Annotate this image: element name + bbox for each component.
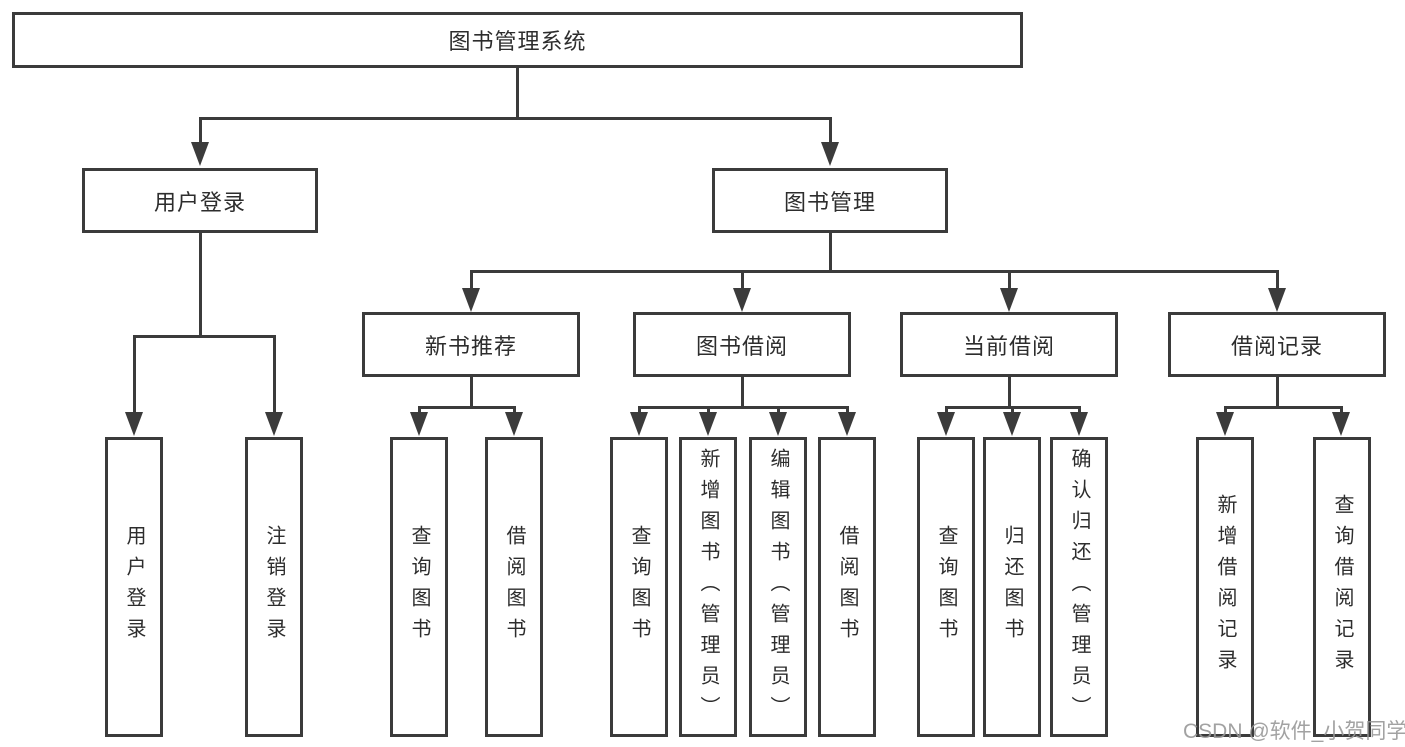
leaf-query-borrow-record: 查询借阅记录: [1313, 437, 1371, 737]
connector-to-leaf-query-1: [418, 406, 421, 416]
connector-to-leaf-logout: [273, 335, 276, 414]
leaf-edit-book-admin: 编辑图书（管理员）: [749, 437, 807, 737]
connector-to-leaf-user-login: [133, 335, 136, 414]
node-label: 当前借阅: [962, 333, 1055, 359]
connector-to-leaf-edit-book: [777, 406, 780, 416]
leaf-label: 注销登录: [263, 525, 285, 649]
connector-level3-hline: [470, 270, 1279, 273]
connector-new-book-hline: [418, 406, 515, 409]
node-label: 借阅记录: [1230, 333, 1323, 359]
node-user-login: 用户登录: [82, 168, 318, 233]
arrowhead-to-leaf-return-book: [1003, 412, 1021, 436]
leaf-add-book-admin: 新增图书（管理员）: [679, 437, 737, 737]
node-borrow-records: 借阅记录: [1168, 312, 1386, 377]
node-new-book-recommend: 新书推荐: [362, 312, 580, 377]
leaf-label: 用户登录: [123, 525, 145, 649]
leaf-label: 确认归还（管理员）: [1068, 447, 1090, 727]
leaf-label: 借阅图书: [503, 525, 525, 649]
leaf-return-book: 归还图书: [983, 437, 1041, 737]
leaf-label: 查询图书: [935, 525, 957, 649]
watermark: CSDN @软件_小贺同学: [1183, 720, 1405, 743]
arrowhead-to-book-borrow: [733, 288, 751, 312]
arrowhead-to-leaf-edit-book: [769, 412, 787, 436]
connector-to-leaf-add-record: [1224, 406, 1227, 416]
node-book-borrow: 图书借阅: [633, 312, 851, 377]
connector-to-leaf-query-2: [638, 406, 641, 416]
leaf-label: 查询借阅记录: [1331, 494, 1353, 680]
arrowhead-to-leaf-confirm-return: [1070, 412, 1088, 436]
leaf-confirm-return-admin: 确认归还（管理员）: [1050, 437, 1108, 737]
connector-to-current-borrow: [1008, 270, 1011, 290]
connector-root-stub: [516, 68, 519, 120]
connector-current-borrow-stub: [1008, 377, 1011, 408]
leaf-borrow-books-recommend: 借阅图书: [485, 437, 543, 737]
leaf-label: 借阅图书: [836, 525, 858, 649]
connector-book-borrow-stub: [741, 377, 744, 408]
leaf-label: 编辑图书（管理员）: [767, 447, 789, 727]
leaf-label: 查询图书: [628, 525, 650, 649]
arrowhead-to-leaf-logout: [265, 412, 283, 436]
arrowhead-to-leaf-query-2: [630, 412, 648, 436]
connector-to-book-borrow: [741, 270, 744, 290]
node-current-borrow: 当前借阅: [900, 312, 1118, 377]
connector-book-mgmt-stub: [829, 233, 832, 272]
connector-to-user-login: [199, 117, 202, 145]
node-label: 图书管理系统: [448, 29, 587, 54]
connector-level2-hline: [199, 117, 832, 120]
arrowhead-to-leaf-query-1: [410, 412, 428, 436]
leaf-query-books-current: 查询图书: [917, 437, 975, 737]
leaf-borrow-books: 借阅图书: [818, 437, 876, 737]
connector-to-leaf-query-record: [1340, 406, 1343, 416]
arrowhead-to-leaf-add-book: [699, 412, 717, 436]
connector-book-borrow-hline: [638, 406, 849, 409]
arrowhead-to-leaf-query-record: [1332, 412, 1350, 436]
arrowhead-to-book-management: [821, 142, 839, 166]
arrowhead-to-current-borrow: [1000, 288, 1018, 312]
node-label: 图书借阅: [695, 333, 788, 359]
leaf-label: 新增借阅记录: [1214, 494, 1236, 680]
connector-to-leaf-add-book: [707, 406, 710, 416]
arrowhead-to-user-login: [191, 142, 209, 166]
node-book-management: 图书管理: [712, 168, 948, 233]
arrowhead-to-leaf-user-login: [125, 412, 143, 436]
connector-to-book-management: [829, 117, 832, 145]
node-library-system-root: 图书管理系统: [12, 12, 1023, 68]
connector-new-book-stub: [470, 377, 473, 408]
leaf-label: 查询图书: [408, 525, 430, 649]
node-label: 新书推荐: [424, 333, 517, 359]
connector-borrow-records-hline: [1224, 406, 1343, 409]
connector-to-new-book: [470, 270, 473, 290]
arrowhead-to-leaf-borrow-2: [838, 412, 856, 436]
leaf-label: 新增图书（管理员）: [697, 447, 719, 727]
connector-to-leaf-borrow-2: [846, 406, 849, 416]
arrowhead-to-borrow-records: [1268, 288, 1286, 312]
arrowhead-to-leaf-add-record: [1216, 412, 1234, 436]
connector-to-borrow-records: [1276, 270, 1279, 290]
connector-to-leaf-borrow-1: [513, 406, 516, 416]
arrowhead-to-leaf-query-3: [937, 412, 955, 436]
leaf-add-borrow-record: 新增借阅记录: [1196, 437, 1254, 737]
leaf-label: 归还图书: [1001, 525, 1023, 649]
leaf-query-books-borrow: 查询图书: [610, 437, 668, 737]
node-label: 用户登录: [153, 189, 246, 215]
arrowhead-to-new-book: [462, 288, 480, 312]
connector-user-login-stub: [199, 233, 202, 335]
connector-user-login-hline: [133, 335, 276, 338]
leaf-query-books-recommend: 查询图书: [390, 437, 448, 737]
connector-to-leaf-return-book: [1011, 406, 1014, 416]
leaf-user-login: 用户登录: [105, 437, 163, 737]
leaf-logout: 注销登录: [245, 437, 303, 737]
connector-to-leaf-confirm-return: [1078, 406, 1081, 416]
node-label: 图书管理: [783, 189, 876, 215]
connector-borrow-records-stub: [1276, 377, 1279, 408]
arrowhead-to-leaf-borrow-1: [505, 412, 523, 436]
connector-to-leaf-query-3: [945, 406, 948, 416]
